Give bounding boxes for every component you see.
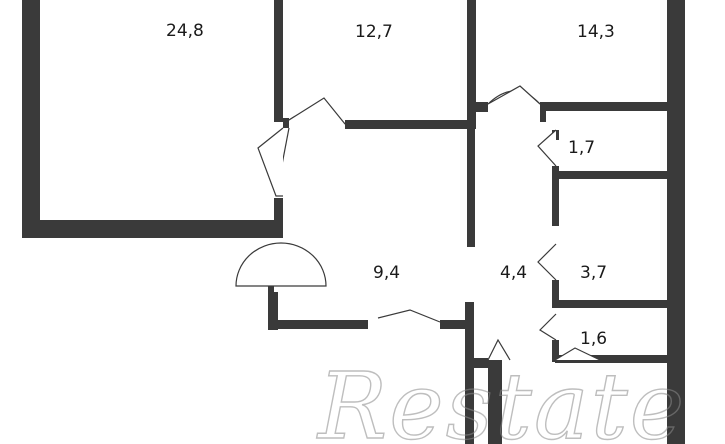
room-area-label: 14,3 [577,22,615,42]
door-lower-right-2 [554,347,601,361]
jamb-c-1 [476,102,488,112]
wall-g-left [552,280,559,308]
jamb-lower-1 [474,358,488,368]
wall-a-right-upper [274,0,283,122]
room-area-label: 1,7 [568,138,595,158]
wall-a-left [22,0,40,238]
room-area-label: 9,4 [373,263,400,283]
jamb-a-1 [283,118,289,128]
wall-lower-right [488,360,502,444]
wall-entry-left [268,292,278,330]
wall-g-h [559,300,669,308]
wall-hall-bottom [440,320,473,329]
door-h-leaf [539,313,557,341]
wall-a-right-lower [274,198,283,238]
walls [22,0,685,444]
wall-h-bottom [555,355,669,363]
door-a-leaf [257,127,284,197]
wall-d-left [552,166,559,226]
jamb-c-2 [540,102,546,122]
door-lower-left [377,309,441,323]
wall-c-bottom [546,102,670,111]
room-area-label: 3,7 [580,263,607,283]
wall-b-c [467,0,476,129]
area-labels: 24,8 12,7 14,3 1,7 9,4 4,4 3,7 1,6 [166,21,615,349]
door-lower-right [487,338,511,361]
wall-right-outer [667,0,685,444]
entrance-jamb-left [268,286,274,294]
entrance-door [235,242,327,287]
wall-b-bottom [345,120,473,129]
wall-a-bottom [22,220,280,238]
room-area-label: 12,7 [355,22,393,42]
watermark-text: Restate [316,353,686,444]
wall-hall-lower-partition [465,302,474,444]
wall-h-left [552,340,559,362]
doors [235,85,601,361]
wall-d-g [559,171,669,179]
door-b-leaf [288,97,346,125]
door-c-leaf [487,85,541,105]
door-g-leaf [537,243,557,281]
room-area-label: 4,4 [500,263,527,283]
wall-entry-bottom [268,320,368,329]
room-area-label: 1,6 [580,329,607,349]
wall-hall-partition [467,129,475,247]
door-d-leaf [537,129,557,167]
room-area-label: 24,8 [166,21,204,41]
